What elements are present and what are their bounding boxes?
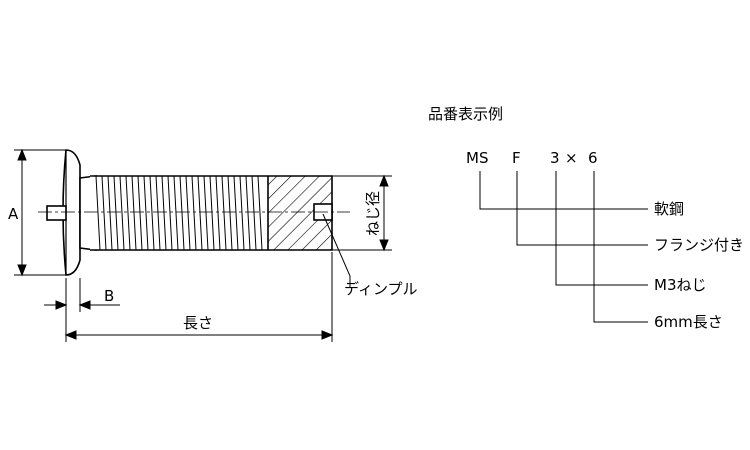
meaning-f: フランジ付き — [654, 236, 744, 254]
thread-crest — [155, 175, 161, 251]
thread-crest — [191, 175, 197, 251]
thread-crest — [125, 175, 131, 251]
section-hatch — [268, 176, 332, 250]
part-number-heading: 品番表示例 — [428, 105, 503, 123]
thread-crest — [143, 175, 149, 251]
thread-crest — [215, 175, 221, 251]
thread-crest — [227, 175, 233, 251]
flange-head — [62, 149, 81, 276]
thread-crest — [203, 175, 209, 251]
dim-thread-dia-label: ねじ径 — [364, 191, 382, 236]
thread-crest — [107, 175, 113, 251]
thread-crest — [173, 175, 179, 251]
meaning-3: M3ねじ — [654, 276, 707, 294]
meaning-ms: 軟鋼 — [654, 200, 684, 218]
thread-crest — [233, 175, 239, 251]
code-f: F — [512, 149, 521, 167]
code-meanings: 軟鋼 フランジ付き M3ねじ 6mm長さ — [654, 200, 744, 331]
thread-crest — [95, 175, 101, 251]
thread-crest — [119, 175, 125, 251]
dim-a-label: A — [8, 205, 19, 223]
dimension-b — [44, 278, 120, 342]
dimension-a — [14, 148, 66, 277]
thread-crest — [239, 175, 245, 251]
dimension-length — [64, 252, 334, 342]
dimple-leader — [322, 213, 351, 288]
code-6: 6 — [588, 149, 598, 167]
thread-lines — [95, 175, 263, 251]
leader-6 — [593, 171, 648, 323]
code-ms: MS — [466, 149, 488, 167]
dimension-thread-dia — [332, 174, 392, 252]
thread-crest — [185, 175, 191, 251]
thread-crest — [221, 175, 227, 251]
thread-crest — [101, 175, 107, 251]
thread-crest — [179, 175, 185, 251]
dim-length-label: 長さ — [183, 314, 213, 332]
thread-crest — [245, 175, 251, 251]
leader-f — [516, 171, 648, 246]
thread-crest — [251, 175, 257, 251]
thread-crest — [257, 175, 263, 251]
screw-body — [46, 149, 333, 276]
thread-crest — [197, 175, 203, 251]
thread-crest — [149, 175, 155, 251]
dim-b-label: B — [104, 287, 114, 305]
code-x: × — [565, 149, 578, 167]
leader-3 — [555, 171, 648, 286]
part-number-codes: MS F 3 × 6 — [466, 149, 598, 167]
thread-crest — [209, 175, 215, 251]
thread-crest — [131, 175, 137, 251]
leader-ms — [479, 171, 648, 210]
code-3: 3 — [550, 149, 560, 167]
meaning-6: 6mm長さ — [654, 313, 723, 331]
thread-crest — [161, 175, 167, 251]
thread-crest — [113, 175, 119, 251]
thread-crest — [137, 175, 143, 251]
code-leaders — [479, 171, 648, 323]
thread-crest — [167, 175, 173, 251]
weld-pin — [46, 205, 67, 221]
dimple-label: ディンプル — [344, 280, 418, 298]
